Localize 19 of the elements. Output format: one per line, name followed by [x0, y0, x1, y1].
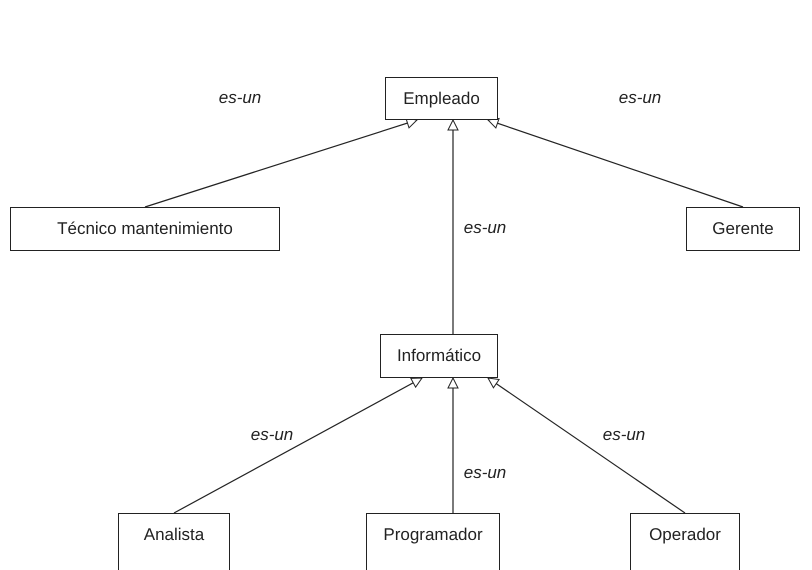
inheritance-arrow	[174, 377, 422, 514]
class-box: Técnico mantenimiento	[10, 207, 280, 251]
inheritance-arrow	[448, 120, 458, 334]
class-box: Gerente	[686, 207, 800, 251]
class-box: Operador	[630, 513, 740, 570]
edge-label: es-un	[602, 425, 646, 445]
edge-label: es-un	[464, 218, 506, 238]
class-box: Programador	[366, 513, 500, 570]
inheritance-arrow	[488, 378, 686, 514]
edge-label: es-un	[218, 88, 262, 108]
class-box: Empleado	[385, 77, 498, 120]
edge-label: es-un	[464, 463, 506, 483]
edge-label: es-un	[618, 88, 662, 108]
inheritance-arrow	[144, 118, 418, 208]
class-box: Informático	[380, 334, 498, 378]
class-box: Analista	[118, 513, 230, 570]
edge-label: es-un	[250, 425, 294, 445]
inheritance-arrow	[488, 118, 744, 208]
inheritance-arrow	[448, 378, 458, 513]
